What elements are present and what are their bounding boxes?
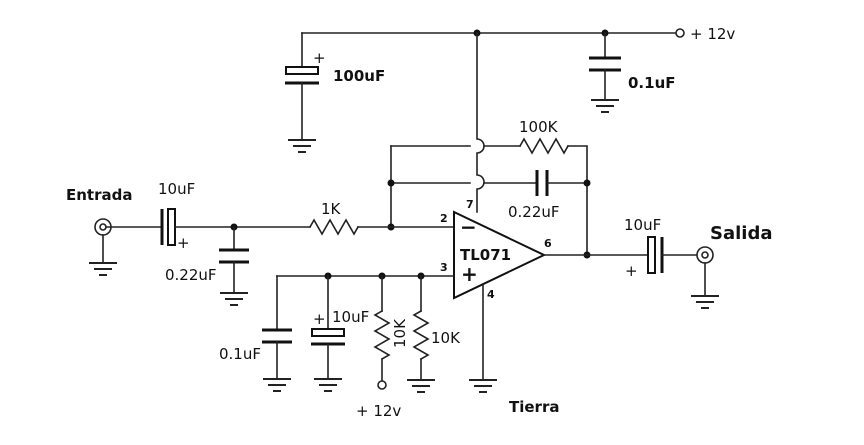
polarity-plus: +	[313, 310, 326, 328]
output-label: Salida	[710, 223, 772, 244]
feedback-network: 100K 0.22uF	[387, 118, 591, 259]
junction-dot	[583, 179, 591, 187]
pin-3-label: 3	[440, 261, 448, 274]
opamp-tl071: − + TL071 6 4 Tierra	[453, 210, 649, 416]
junction-dot	[387, 179, 395, 187]
supply-to-pin7: 7	[466, 32, 485, 213]
supply-terminal-bottom	[377, 380, 387, 390]
resistor-1K: 1K 2	[308, 200, 455, 236]
pin-2-label: 2	[440, 212, 448, 225]
pin-7-label: 7	[466, 198, 474, 211]
capacitor-0.1uF-top: 0.1uF	[589, 32, 676, 101]
resistor-10K-b: 10K	[407, 275, 461, 393]
supply-terminal-top	[675, 28, 685, 38]
capacitor-0.22uF-input: 0.22uF	[165, 223, 249, 306]
input-label: Entrada	[66, 186, 132, 204]
pin-6-label: 6	[544, 237, 552, 250]
cap-label-10uF-input: 10uF	[158, 180, 195, 198]
opamp-label: TL071	[460, 246, 511, 264]
cap-label-0.1uF-top: 0.1uF	[628, 74, 676, 92]
inverting-sign: −	[460, 215, 477, 239]
ground-symbol	[591, 99, 619, 113]
supply-label-top: + 12v	[690, 25, 735, 43]
polarity-plus: +	[313, 49, 326, 67]
cap-label-0.1uF-bias: 0.1uF	[219, 345, 261, 363]
pin-4-label: 4	[487, 288, 495, 301]
capacitor-10uF-output: 10uF +	[624, 216, 699, 280]
capacitor-0.1uF-bias: 0.1uF	[219, 275, 292, 392]
cap-label-100uF: 100uF	[333, 67, 385, 85]
ground-symbol	[288, 139, 316, 153]
input-connector: Entrada	[66, 186, 162, 276]
res-label-100K: 100K	[519, 118, 559, 136]
resistor-10K-a: 10K + 12v	[356, 275, 409, 420]
cap-label-0.22uF-feedback: 0.22uF	[508, 203, 560, 221]
ground-label: Tierra	[509, 398, 559, 416]
cap-label-10uF-bias: 10uF	[332, 308, 369, 326]
capacitor-100uF: + 100uF	[285, 32, 385, 141]
supply-rail: + 12v	[301, 25, 735, 43]
bias-network: 3	[276, 261, 455, 280]
noninverting-sign: +	[461, 262, 478, 286]
res-label-1K: 1K	[321, 200, 342, 218]
output-connector: Salida	[691, 223, 772, 309]
res-label-10K-a: 10K	[391, 318, 409, 348]
capacitor-10uF-input: 10uF +	[158, 180, 311, 252]
cap-label-10uF-output: 10uF	[624, 216, 661, 234]
cap-label-0.22uF-input: 0.22uF	[165, 266, 217, 284]
polarity-plus: +	[177, 234, 190, 252]
supply-label-bottom: + 12v	[356, 402, 401, 420]
polarity-plus: +	[625, 262, 638, 280]
res-label-10K-b: 10K	[431, 329, 461, 347]
capacitor-10uF-bias: + 10uF	[311, 275, 369, 392]
